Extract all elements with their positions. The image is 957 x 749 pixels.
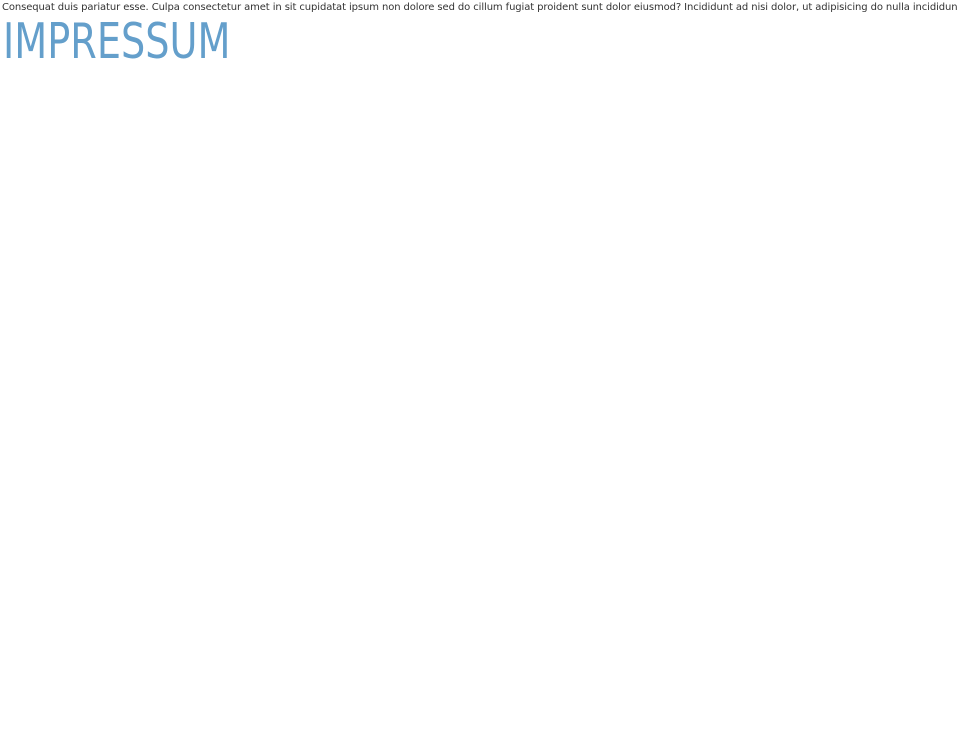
page-title: IMPRESSUM	[3, 13, 231, 70]
intro-text: Consequat duis pariatur esse. Culpa cons…	[2, 2, 957, 13]
